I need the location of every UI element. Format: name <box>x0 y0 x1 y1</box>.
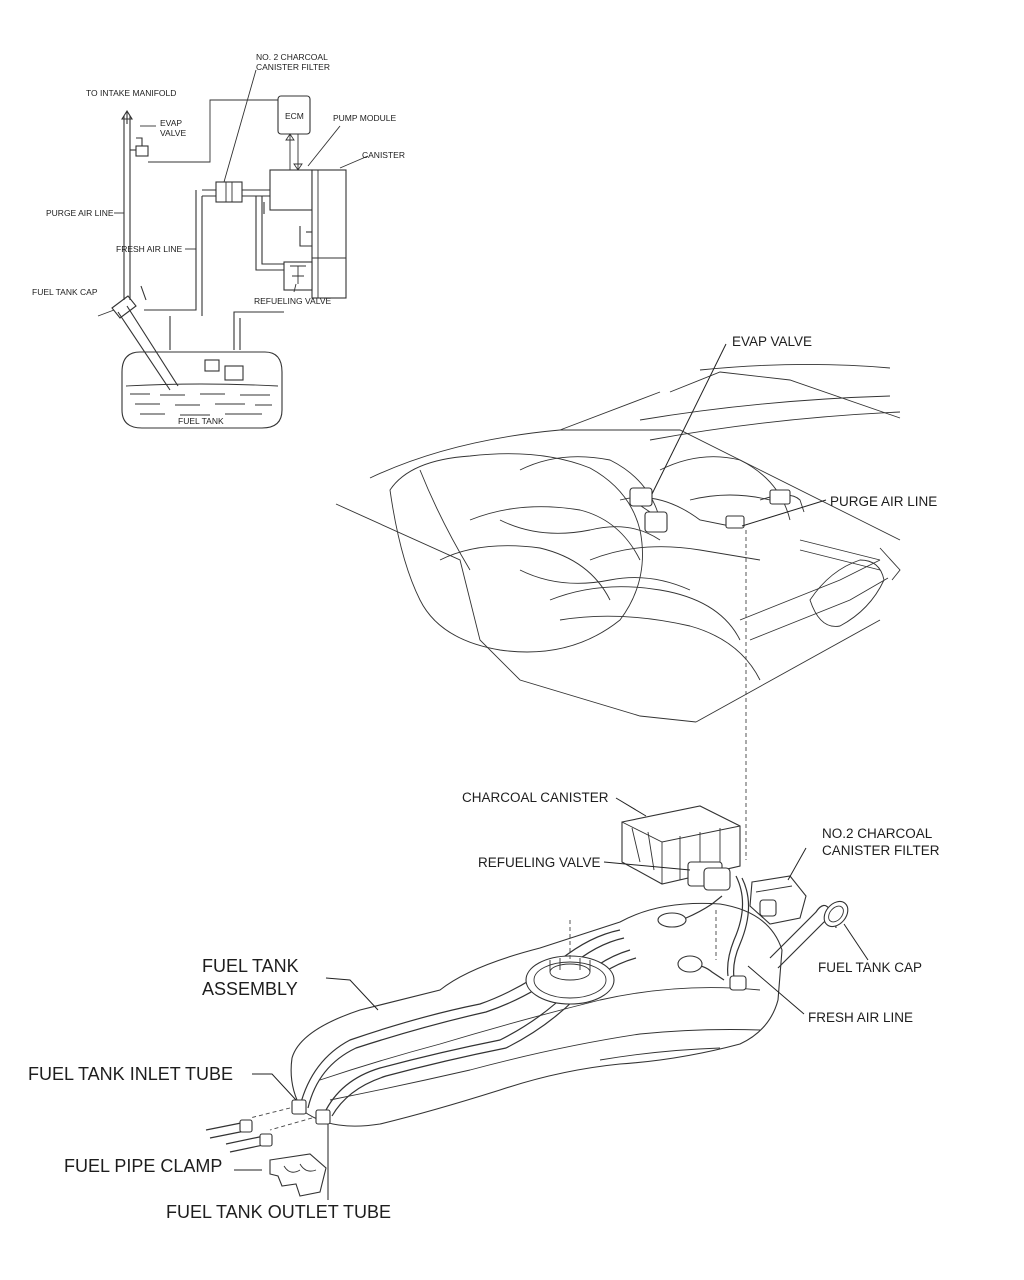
schematic-label-evap-valve-1: EVAP <box>160 118 182 128</box>
tank-label-charcoal-canister: CHARCOAL CANISTER <box>462 790 609 805</box>
schematic-fuel-tank <box>121 351 283 429</box>
evap-schematic: ECM TO INTAKE MANIFOLD NO. 2 CHARCOAL C <box>32 52 405 429</box>
tank-label-fuel-tank-assembly-2: ASSEMBLY <box>202 979 298 999</box>
fuel-pipe-clamp <box>269 1153 327 1197</box>
schematic-label-refueling-valve: REFUELING VALVE <box>254 296 331 306</box>
tank-label-fresh-air-line: FRESH AIR LINE <box>808 1010 913 1025</box>
filler-neck-cap <box>769 900 849 969</box>
engine-evap-valve <box>629 487 668 533</box>
tank-label-fuel-tank-cap: FUEL TANK CAP <box>818 960 922 975</box>
fuel-pump-flange <box>525 955 615 1005</box>
schematic-label-no2-filter-1: NO. 2 CHARCOAL <box>256 52 328 62</box>
schematic-pump-module <box>269 169 313 211</box>
no2-canister-filter <box>749 875 807 925</box>
engine-purge-connector <box>725 489 791 529</box>
schematic-ecm-label: ECM <box>285 111 304 121</box>
schematic-label-no2-filter-2: CANISTER FILTER <box>256 62 330 72</box>
charcoal-canister <box>621 805 741 891</box>
schematic-label-canister: CANISTER <box>362 150 405 160</box>
schematic-canister <box>311 169 347 299</box>
schematic-leaders <box>114 125 369 293</box>
tank-label-fuel-tank-inlet-tube: FUEL TANK INLET TUBE <box>28 1064 233 1084</box>
schematic-label-fuel-tank: FUEL TANK <box>178 416 224 426</box>
tank-label-no2-filter-1: NO.2 CHARCOAL <box>822 826 933 841</box>
schematic-label-pump-module: PUMP MODULE <box>333 113 396 123</box>
schematic-filler-neck <box>97 285 179 391</box>
schematic-label-to-intake-manifold: TO INTAKE MANIFOLD <box>86 88 176 98</box>
fuel-tank-body <box>290 902 783 1127</box>
schematic-lines <box>121 69 312 350</box>
schematic-label-evap-valve-2: VALVE <box>160 128 186 138</box>
schematic-ecm: ECM <box>277 95 311 171</box>
tank-label-fuel-tank-outlet-tube: FUEL TANK OUTLET TUBE <box>166 1202 391 1222</box>
engine-label-evap-valve: EVAP VALVE <box>732 334 812 349</box>
fuel-tubes-ends <box>205 1099 331 1153</box>
fuel-tank-view: CHARCOAL CANISTER NO.2 CHARCOAL CANISTER… <box>28 790 940 1222</box>
tank-label-refueling-valve: REFUELING VALVE <box>478 855 601 870</box>
engine-label-purge-air-line: PURGE AIR LINE <box>830 494 937 509</box>
schematic-label-purge-air-line: PURGE AIR LINE <box>46 208 114 218</box>
tank-label-fuel-pipe-clamp: FUEL PIPE CLAMP <box>64 1156 222 1176</box>
tank-label-no2-filter-2: CANISTER FILTER <box>822 843 940 858</box>
schematic-label-fuel-tank-cap: FUEL TANK CAP <box>32 287 98 297</box>
schematic-label-fresh-air-line: FRESH AIR LINE <box>116 244 182 254</box>
engine-bay-view: EVAP VALVE PURGE AIR LINE <box>335 334 937 960</box>
tank-label-fuel-tank-assembly-1: FUEL TANK <box>202 956 299 976</box>
schematic-refueling-valve <box>283 261 313 291</box>
